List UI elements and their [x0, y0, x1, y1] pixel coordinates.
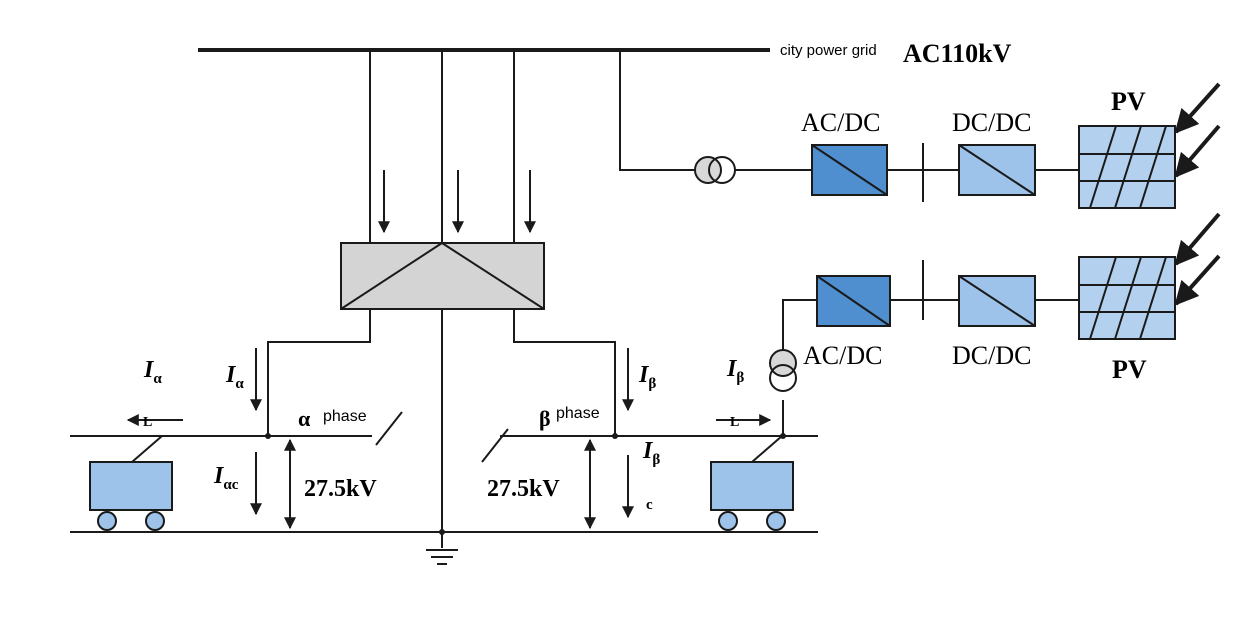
beta-voltage-label: 27.5kV [487, 476, 560, 502]
alpha-junction [265, 433, 271, 439]
train-wheel [718, 511, 738, 531]
lower-coupling-transformer [769, 349, 797, 392]
train-wheel [97, 511, 117, 531]
beta-phase-word: phase [556, 405, 600, 422]
ground-symbol [426, 549, 458, 565]
beta-train [710, 435, 794, 531]
alpha-load-arrow-label: L [143, 415, 152, 430]
upper-ac-dc-converter [811, 144, 888, 196]
beta-junction [612, 433, 618, 439]
alpha-train [89, 435, 173, 531]
train-wheel [145, 511, 165, 531]
beta-pv-current-label: Iβ [726, 356, 744, 386]
upper-coupling-transformer [694, 156, 736, 184]
sunlight-arrow [1174, 254, 1221, 306]
lower-dc-dc-converter [958, 275, 1036, 327]
lower-pv-panel [1078, 256, 1176, 340]
sunlight-arrow [1174, 124, 1221, 178]
beta-phase-symbol: β [539, 406, 551, 431]
beta-return-current-label: Iβ [642, 438, 660, 468]
upper-pv-label: PV [1111, 87, 1146, 116]
alpha-train-current-label: Iα [143, 357, 162, 387]
alpha-feeder-current-label: Iα [225, 362, 244, 392]
upper-dc-dc-converter [958, 144, 1036, 196]
alpha-return-current-label: Iαc [213, 463, 239, 493]
upper-dc-dc-label: DC/DC [952, 108, 1031, 137]
lower-ac-dc-converter [816, 275, 891, 327]
lower-ac-dc-label: AC/DC [803, 341, 882, 370]
beta-feeder-line [513, 309, 616, 436]
upper-ac-dc-label: AC/DC [801, 108, 880, 137]
alpha-voltage-label: 27.5kV [304, 476, 377, 502]
beta-feeder-current-label: Iβ [638, 362, 656, 392]
traction-transformer [340, 50, 545, 310]
train-wheel [766, 511, 786, 531]
grid-voltage-label: AC110kV [903, 39, 1012, 68]
alpha-feeder-line [267, 309, 371, 436]
grid-label: city power grid [780, 42, 877, 59]
upper-pv-panel [1078, 125, 1176, 209]
alpha-phase-word: phase [323, 408, 367, 425]
sunlight-arrow [1174, 82, 1221, 134]
lower-pv-label: PV [1112, 355, 1147, 384]
beta-section-break [481, 428, 509, 463]
beta-return-current-sub2: c [646, 497, 653, 513]
upper-pv-tap-line [619, 50, 695, 171]
sunlight-arrow [1174, 212, 1221, 266]
alpha-phase-symbol: α [298, 406, 311, 431]
transformer-box [340, 242, 545, 310]
alpha-section-break [375, 411, 403, 446]
beta-load-arrow-label: L [730, 415, 739, 430]
lower-dc-dc-label: DC/DC [952, 341, 1031, 370]
